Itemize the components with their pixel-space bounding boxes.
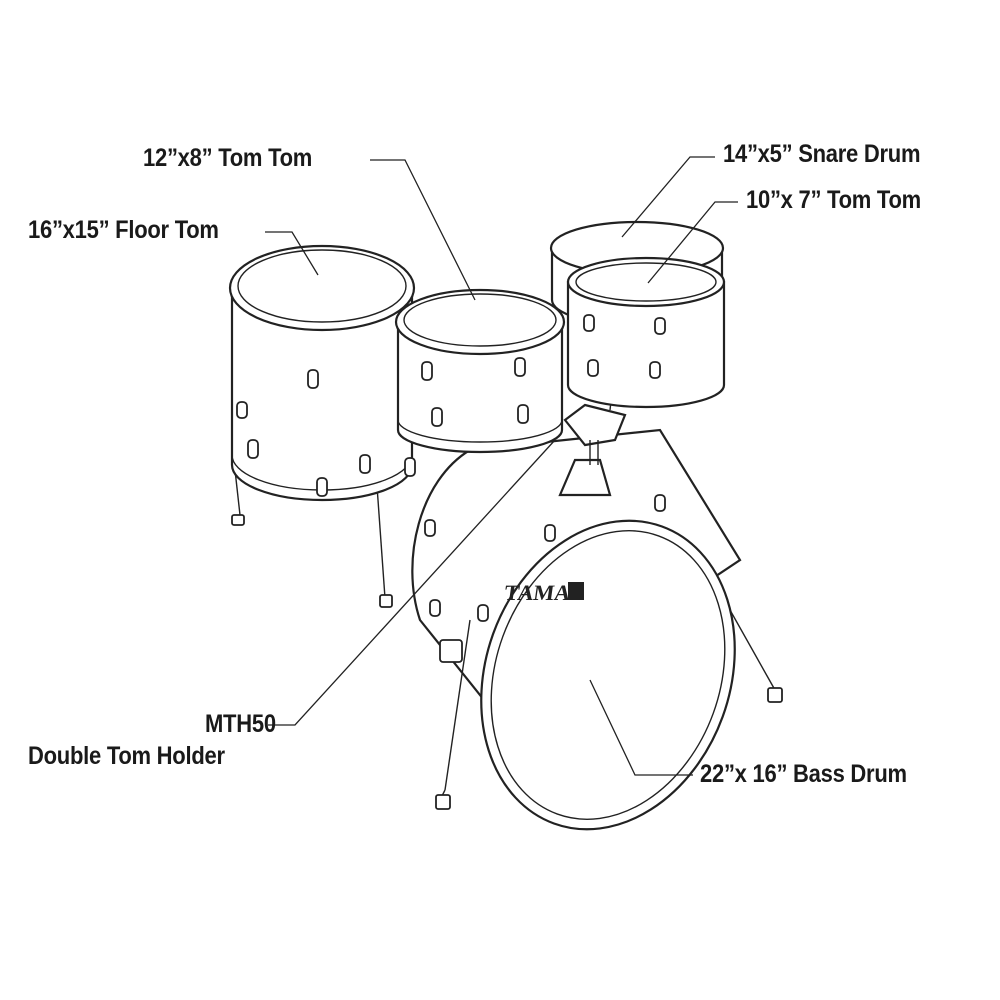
- tom-10: [566, 256, 726, 409]
- label-snare: 14”x5” Snare Drum: [723, 140, 921, 168]
- label-tom-10: 10”x 7” Tom Tom: [746, 186, 921, 214]
- leader-tom-10: [647, 201, 738, 284]
- leader-snare: [621, 156, 715, 238]
- tama-logo: TAMA: [503, 580, 584, 605]
- leader-bass-drum: [589, 679, 693, 776]
- bass-drum: TAMA: [411, 428, 783, 831]
- label-tom-12: 12”x8” Tom Tom: [143, 144, 313, 172]
- svg-text:TAMA: TAMA: [503, 580, 572, 605]
- label-holder-name: Double Tom Holder: [28, 742, 225, 770]
- label-holder-model: MTH50: [205, 710, 276, 738]
- leader-floor-tom: [265, 231, 319, 276]
- label-bass-drum: 22”x 16” Bass Drum: [700, 760, 907, 788]
- leader-tom-12: [370, 159, 476, 301]
- floor-tom: [228, 244, 416, 608]
- label-floor-tom: 16”x15” Floor Tom: [28, 216, 219, 244]
- tom-12: [394, 288, 566, 454]
- leader-holder: [268, 439, 556, 726]
